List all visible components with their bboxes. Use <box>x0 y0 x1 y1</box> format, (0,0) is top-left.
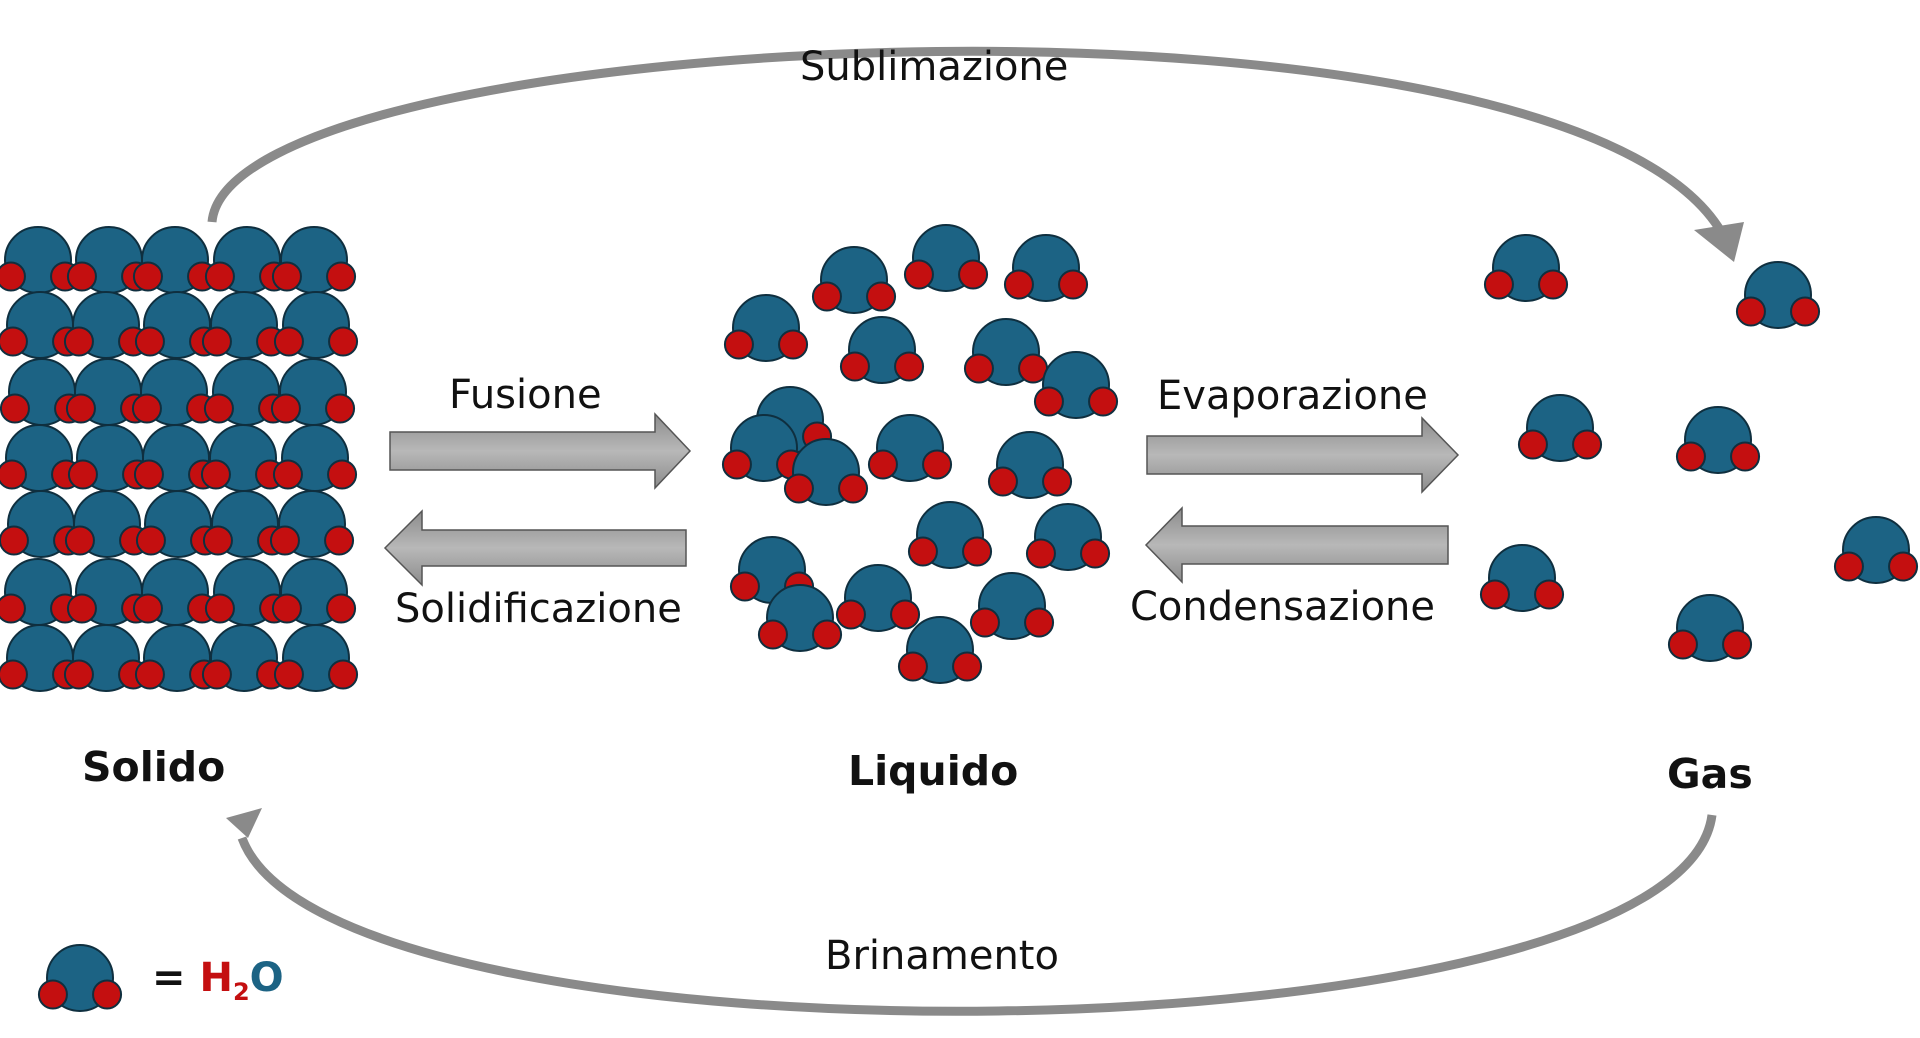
liquid-molecule <box>835 564 921 632</box>
legend-formula: = H2O <box>152 955 284 1006</box>
sublimation-label: Sublimazione <box>800 44 1069 90</box>
liquid-molecules <box>721 224 1119 684</box>
gas-molecule <box>1479 544 1565 612</box>
solid-molecule <box>133 424 219 492</box>
gas-molecule <box>1667 594 1753 662</box>
gas-molecule <box>1517 394 1603 462</box>
solid-molecule <box>64 490 150 558</box>
liquid-molecule <box>969 572 1055 640</box>
solid-molecule <box>67 424 153 492</box>
evaporation-arrow <box>1146 416 1460 494</box>
liquid-molecule <box>867 414 953 482</box>
solid-molecule <box>63 624 149 692</box>
liquid-molecule <box>757 584 843 652</box>
legend-equals: = <box>152 955 186 1001</box>
liquid-molecule <box>1003 234 1089 302</box>
solid-molecule <box>269 490 355 558</box>
liquid-molecule <box>1025 503 1111 571</box>
gas-phase-label: Gas <box>1667 750 1753 798</box>
liquid-molecule <box>839 316 925 384</box>
solid-molecule <box>132 558 218 626</box>
liquid-molecule <box>903 224 989 292</box>
solid-molecule <box>201 291 287 359</box>
deposition-arc <box>237 814 1717 1016</box>
solidification-arrow <box>383 509 687 587</box>
liquid-molecule <box>963 318 1049 386</box>
legend-molecule <box>37 944 123 1012</box>
legend-o: O <box>249 955 284 1001</box>
legend-molecule-icon <box>37 944 123 1012</box>
gas-molecule <box>1735 261 1821 329</box>
solid-molecule <box>131 358 217 426</box>
liquid-molecule <box>723 294 809 362</box>
solid-molecule <box>0 624 83 692</box>
evaporation-label: Evaporazione <box>1157 373 1428 419</box>
liquid-molecule <box>783 438 869 506</box>
liquid-phase-label: Liquido <box>848 747 1019 795</box>
liquid-molecule <box>907 501 993 569</box>
legend-h: H <box>199 955 233 1001</box>
solid-molecule <box>200 424 286 492</box>
solid-molecule <box>0 226 81 294</box>
solid-molecules <box>0 226 359 692</box>
liquid-molecule <box>987 431 1073 499</box>
solid-phase-label: Solido <box>82 743 226 791</box>
solid-molecule <box>132 226 218 294</box>
fusion-label: Fusione <box>449 372 602 418</box>
deposition-label: Brinamento <box>825 933 1059 979</box>
solid-molecule <box>0 358 85 426</box>
liquid-molecule <box>897 616 983 684</box>
liquid-molecule <box>1033 351 1119 419</box>
solidification-label: Solidificazione <box>395 586 682 632</box>
gas-molecules <box>1479 234 1919 662</box>
solid-molecule <box>273 291 359 359</box>
solid-molecule <box>0 558 81 626</box>
solid-molecule <box>272 424 358 492</box>
sublimation-arc <box>207 46 1735 252</box>
fusion-arrow <box>389 412 692 490</box>
solid-molecule <box>271 226 357 294</box>
deposition-arrowhead <box>226 808 262 838</box>
solid-molecule <box>271 558 357 626</box>
condensation-label: Condensazione <box>1130 584 1435 630</box>
gas-molecule <box>1833 516 1919 584</box>
gas-molecule <box>1483 234 1569 302</box>
legend-sub: 2 <box>232 978 250 1006</box>
solid-molecule <box>201 624 287 692</box>
sublimation-arrowhead <box>1694 222 1744 262</box>
solid-molecule <box>270 358 356 426</box>
condensation-arrow <box>1144 506 1449 584</box>
solid-molecule <box>63 291 149 359</box>
solid-molecule <box>273 624 359 692</box>
solid-molecule <box>0 424 82 492</box>
gas-molecule <box>1675 406 1761 474</box>
liquid-molecule <box>811 246 897 314</box>
